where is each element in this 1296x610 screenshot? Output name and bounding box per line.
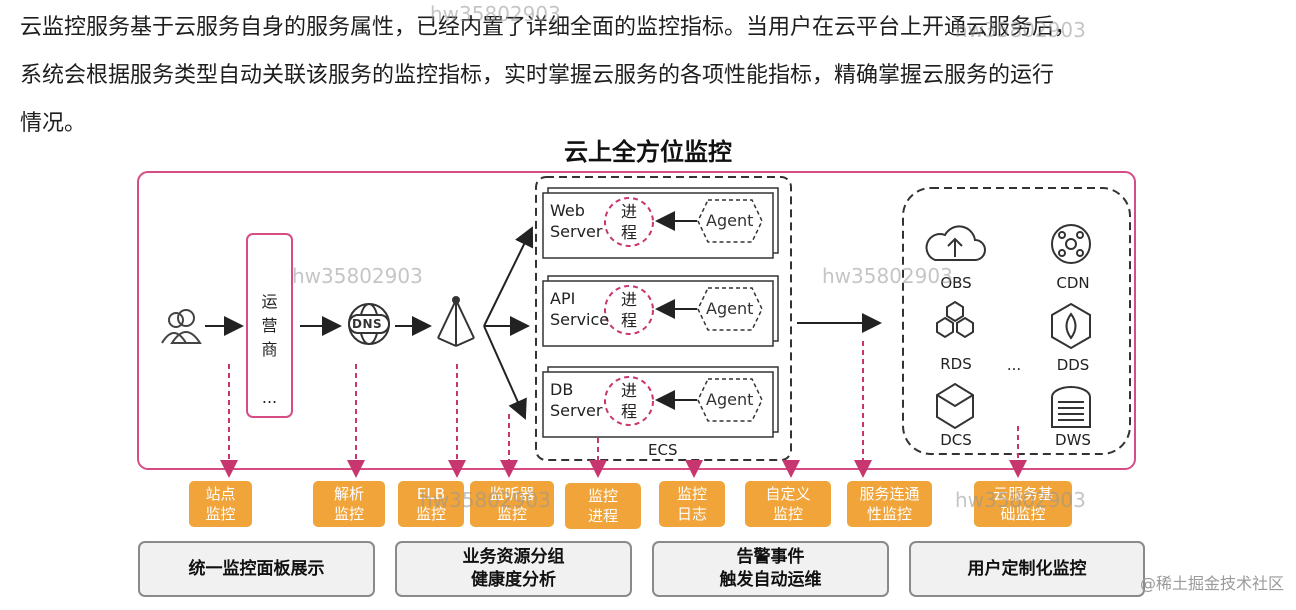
tag-connectivity-monitor: 服务连通 性监控: [847, 481, 932, 527]
agent-hex-2: [697, 287, 763, 331]
watermark: hw35802903: [420, 488, 551, 512]
users-icon: [161, 309, 202, 344]
rds-icon: [936, 300, 974, 339]
intro-line-2: 系统会根据服务类型自动关联该服务的监控指标，实时掌握云服务的各项性能指标，精确掌…: [20, 63, 1055, 88]
process-label-2: 进 程: [620, 290, 637, 330]
watermark: hw35802903: [955, 488, 1086, 512]
agent-label-3: Agent: [706, 390, 754, 409]
server-name-web: Web Server: [550, 201, 603, 241]
watermark: hw35802903: [955, 18, 1086, 42]
intro-line-1: 云监控服务基于云服务自身的服务属性，已经内置了详细全面的监控指标。当用户在云平台…: [20, 15, 1077, 40]
process-circle-1: [604, 197, 654, 247]
diagram-title: 云上全方位监控: [564, 138, 732, 166]
agent-hex-3: [697, 378, 763, 422]
intro-line-3: 情况。: [20, 111, 87, 136]
watermark: hw35802903: [430, 2, 561, 26]
process-circle-2: [604, 285, 654, 335]
service-label-rds: RDS: [940, 355, 972, 373]
carrier-label: 运 营 商 ...: [261, 292, 278, 407]
dns-label: DNS: [352, 317, 383, 331]
outer-frame: [137, 171, 1136, 470]
unified-dashboard-box: 统一监控面板展示: [138, 541, 375, 597]
ecs-label: ECS: [648, 441, 678, 459]
tag-listener-monitor: 监听器 监控: [470, 481, 554, 527]
tag-process-monitor: 监控 进程: [565, 483, 641, 529]
tag-site-monitor: 站点 监控: [189, 481, 252, 527]
service-label-dws: DWS: [1055, 431, 1091, 449]
service-label-dcs: DCS: [940, 431, 972, 449]
process-circle-3: [604, 376, 654, 426]
server-name-db: DB Server: [550, 380, 603, 420]
tag-custom-monitor: 自定义 监控: [745, 481, 831, 527]
carrier-box: [246, 233, 293, 418]
server-name-api: API Service: [550, 289, 610, 329]
tag-elb-monitor: ELB 监控: [398, 481, 464, 527]
dws-icon: [1051, 386, 1091, 428]
tag-cloud-basic-monitor: 云服务基 础监控: [974, 481, 1072, 527]
dcs-icon: [936, 382, 974, 430]
cloud-upload-icon: [925, 225, 986, 261]
dds-icon: [1051, 302, 1091, 350]
dns-icon: [348, 303, 390, 345]
alarm-automation-box: 告警事件 触发自动运维: [652, 541, 889, 597]
elb-icon: [437, 296, 475, 347]
agent-label-2: Agent: [706, 299, 754, 318]
cloud-services-group: [902, 187, 1131, 455]
tag-log-monitor: 监控 日志: [659, 481, 725, 527]
process-label-1: 进 程: [620, 202, 637, 242]
process-label-3: 进 程: [620, 381, 637, 421]
tag-dns-monitor: 解析 监控: [313, 481, 385, 527]
resource-health-box: 业务资源分组 健康度分析: [395, 541, 632, 597]
custom-monitoring-box: 用户定制化监控: [909, 541, 1145, 597]
intro-paragraph: 云监控服务基于云服务自身的服务属性，已经内置了详细全面的监控指标。当用户在云平台…: [20, 4, 1290, 148]
cdn-icon: [1051, 224, 1091, 264]
watermark: hw35802903: [822, 264, 953, 288]
services-ellipsis: ...: [1006, 356, 1022, 374]
ecs-group: [535, 176, 792, 461]
agent-hex-1: [697, 199, 763, 243]
corner-watermark: @稀土掘金技术社区: [1139, 574, 1284, 593]
service-label-obs: OBS: [940, 274, 972, 292]
service-label-dds: DDS: [1056, 356, 1090, 374]
service-label-cdn: CDN: [1056, 274, 1090, 292]
watermark: hw35802903: [292, 264, 423, 288]
agent-label-1: Agent: [706, 211, 754, 230]
